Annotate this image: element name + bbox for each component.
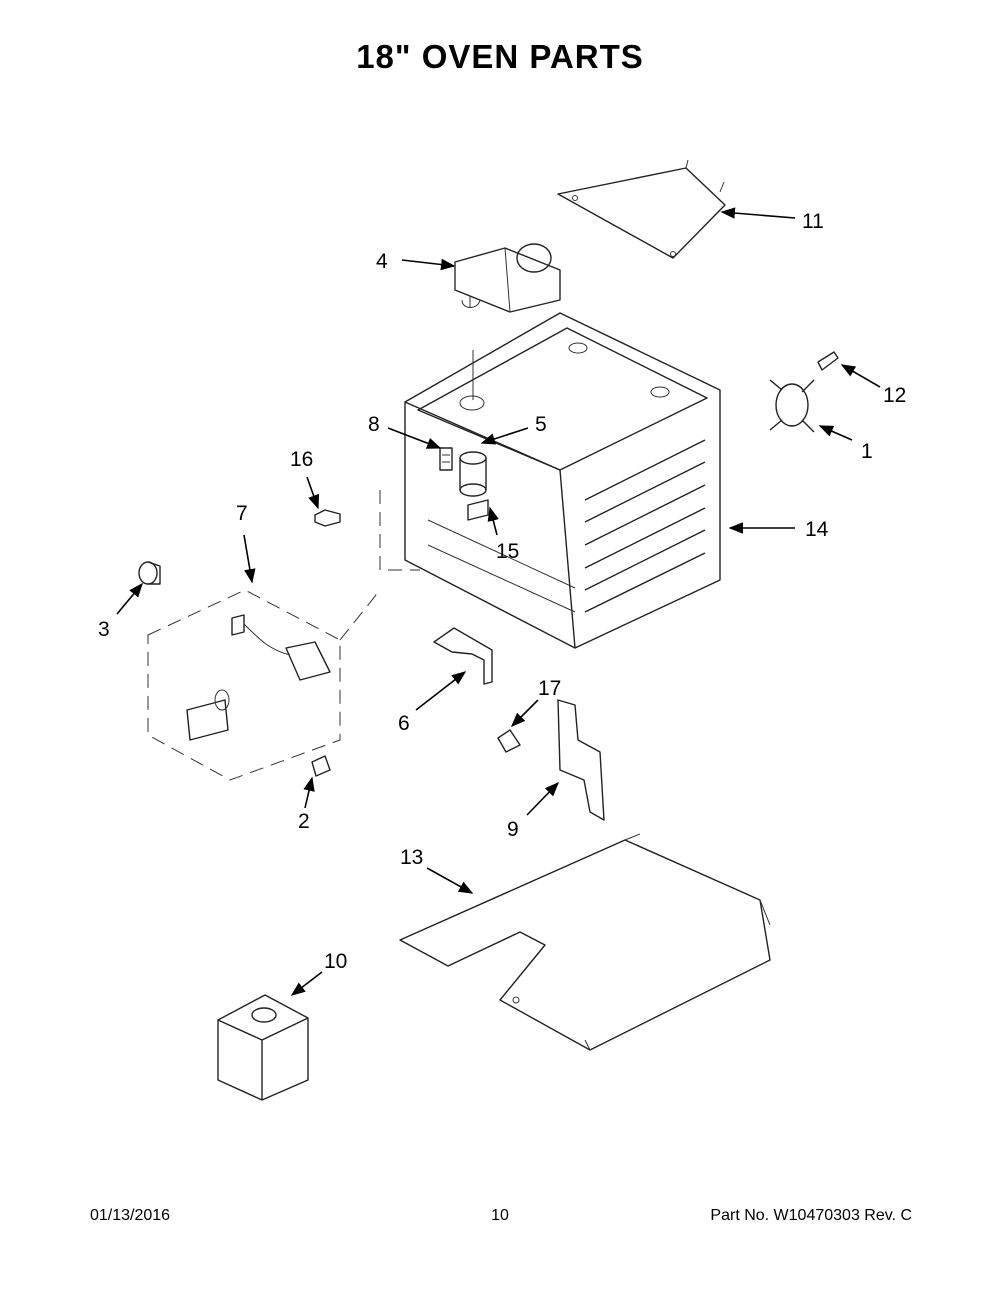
callout-labels: 11 4 12 1 14 5 8 15 16 7 3 6 17 2 9 13 1… [98,210,906,973]
part-8-screw[interactable] [439,447,453,471]
part-3-foot[interactable] [138,561,161,585]
arrow-1 [818,425,853,441]
arrow-3 [116,582,143,615]
callout-8: 8 [368,413,380,436]
callout-12: 12 [883,384,906,407]
callout-15: 15 [496,540,519,563]
callout-6: 6 [398,712,410,735]
arrow-8 [387,427,442,449]
callout-9: 9 [507,818,519,841]
callout-2: 2 [298,810,310,833]
callout-4: 4 [376,250,388,273]
arrow-5 [480,427,529,445]
arrow-13 [426,867,474,894]
arrow-4 [401,258,456,271]
arrow-15 [487,506,499,536]
arrow-6 [415,671,467,711]
arrow-7 [243,534,256,584]
callout-16: 16 [290,448,313,471]
page-title: 18" OVEN PARTS [356,38,644,75]
callout-14: 14 [805,518,829,541]
callout-13: 13 [400,846,423,869]
part-4-bracket-assembly[interactable] [454,243,561,313]
arrow-10 [290,971,323,996]
part-1-limit-switch[interactable] [769,379,815,433]
arrow-17 [510,699,539,728]
part-2-screw[interactable] [311,755,331,777]
part-5-sensor[interactable] [459,451,487,497]
callout-1: 1 [861,440,873,463]
callout-5: 5 [535,413,547,436]
callout-7: 7 [236,502,248,525]
part-11-top-panel[interactable] [557,159,726,259]
part-10-cover[interactable] [217,994,309,1101]
arrow-12 [840,364,881,388]
leader-arrows [116,207,881,996]
footer-date: 01/13/2016 [90,1207,171,1224]
part-9-hinge-bracket[interactable] [557,699,605,821]
arrow-16 [306,476,320,510]
callout-10: 10 [324,950,347,973]
part-17-screw[interactable] [497,729,521,753]
footer-page-number: 10 [491,1207,509,1224]
callout-3: 3 [98,618,110,641]
callout-17: 17 [538,677,561,700]
part-7-light-assembly[interactable] [147,589,381,781]
arrow-9 [526,781,560,816]
arrow-2 [303,776,315,809]
arrow-11 [720,207,796,219]
part-12-screw[interactable] [817,351,839,371]
part-16-screw[interactable] [314,509,341,527]
part-13-bottom-panel[interactable] [399,833,771,1051]
callout-11: 11 [802,210,824,233]
footer-part-number: Part No. W10470303 Rev. C [710,1207,912,1224]
part-15-clip[interactable] [467,499,489,521]
part-6-bracket[interactable] [433,627,493,685]
part-14-oven-cavity[interactable] [379,312,721,649]
